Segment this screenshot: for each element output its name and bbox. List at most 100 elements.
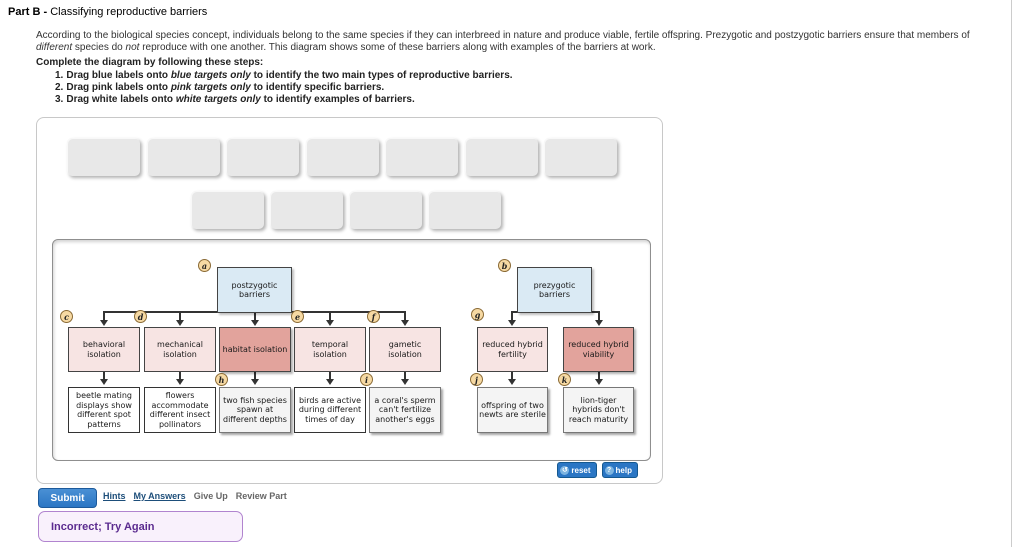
empty-label-bin[interactable]	[306, 138, 379, 176]
label-postzygotic-barriers[interactable]: postzygotic barriers	[217, 267, 292, 313]
empty-label-bin[interactable]	[67, 138, 140, 176]
target-letter-a: a	[198, 259, 211, 272]
step-text: to identify examples of barriers.	[260, 94, 415, 105]
target-letter-h: h	[215, 373, 228, 386]
part-label: Part B -	[8, 6, 51, 18]
content-right-divider	[1011, 0, 1012, 547]
connector-line	[404, 372, 406, 380]
my-answers-link[interactable]: My Answers	[133, 491, 186, 501]
intro-seg: species do	[72, 42, 126, 53]
target-letter-f: f	[367, 310, 380, 323]
label-newts-sterile-example[interactable]: offspring of two newts are sterile	[477, 387, 548, 433]
submit-button[interactable]: Submit	[38, 488, 97, 508]
connector-line	[329, 372, 331, 380]
label-behavioral-isolation[interactable]: behavioral isolation	[68, 327, 140, 372]
part-title-text: Classifying reproductive barriers	[50, 6, 208, 18]
label-flowers-pollinators-example[interactable]: flowers accommodate different insect pol…	[144, 387, 216, 433]
label-habitat-isolation[interactable]: habitat isolation	[219, 327, 291, 372]
reset-label: reset	[571, 465, 591, 475]
empty-label-bin[interactable]	[465, 138, 538, 176]
connector-line	[598, 372, 600, 380]
label-prezygotic-barriers[interactable]: prezygotic barriers	[517, 267, 592, 313]
connector-line	[404, 311, 406, 321]
step-number: 2.	[55, 82, 64, 93]
activity-panel: postzygotic barriers prezygotic barriers…	[36, 117, 663, 484]
connector-line	[511, 311, 513, 321]
target-letter-c: c	[60, 310, 73, 323]
arrow-down-icon	[508, 379, 516, 385]
help-button[interactable]: ?help	[601, 462, 638, 478]
target-letter-g: g	[471, 308, 484, 321]
feedback-banner: Incorrect; Try Again	[38, 511, 243, 542]
arrow-down-icon	[100, 379, 108, 385]
empty-label-bin[interactable]	[226, 138, 299, 176]
target-letter-i: i	[360, 373, 373, 386]
step-em: white targets only	[175, 94, 261, 105]
intro-paragraph: According to the biological species conc…	[36, 30, 1008, 54]
intro-em: not	[125, 42, 140, 53]
reset-icon: ↺	[560, 465, 570, 475]
step-1: 1.Drag blue labels onto blue targets onl…	[55, 70, 513, 82]
review-part-link[interactable]: Review Part	[235, 491, 287, 501]
step-em: pink targets only	[170, 82, 251, 93]
target-letter-d: d	[134, 310, 147, 323]
target-letter-e: e	[291, 310, 304, 323]
label-reduced-hybrid-fertility[interactable]: reduced hybrid fertility	[477, 327, 548, 372]
diagram-canvas: postzygotic barriers prezygotic barriers…	[52, 239, 651, 461]
label-coral-sperm-example[interactable]: a coral's sperm can't fertilize another'…	[369, 387, 441, 433]
intro-seg: reproduce with one another. This diagram…	[139, 42, 656, 53]
hints-link[interactable]: Hints	[103, 491, 126, 501]
arrow-down-icon	[100, 320, 108, 326]
give-up-link[interactable]: Give Up	[193, 491, 228, 501]
label-temporal-isolation[interactable]: temporal isolation	[294, 327, 366, 372]
connector-line	[598, 311, 600, 321]
step-em: blue targets only	[170, 70, 251, 81]
arrow-down-icon	[508, 320, 516, 326]
reset-button[interactable]: ↺reset	[557, 462, 597, 478]
panel-buttons: ↺reset ?help	[557, 462, 638, 478]
step-text: to identify specific barriers.	[250, 82, 385, 93]
empty-label-bin[interactable]	[147, 138, 220, 176]
label-lion-tiger-example[interactable]: lion-tiger hybrids don't reach maturity	[563, 387, 634, 433]
empty-label-bin[interactable]	[270, 191, 343, 229]
empty-label-bin[interactable]	[349, 191, 422, 229]
connector-line	[254, 311, 256, 321]
step-number: 1.	[55, 70, 64, 81]
arrow-down-icon	[326, 320, 334, 326]
step-text: Drag blue labels onto	[66, 70, 171, 81]
empty-label-bin[interactable]	[428, 191, 501, 229]
arrow-down-icon	[251, 379, 259, 385]
label-birds-active-example[interactable]: birds are active during different times …	[294, 387, 366, 433]
empty-label-bin[interactable]	[385, 138, 458, 176]
help-icon: ?	[604, 465, 614, 475]
connector-line	[329, 311, 331, 321]
steps-list: 1.Drag blue labels onto blue targets onl…	[55, 70, 513, 106]
arrow-down-icon	[401, 320, 409, 326]
arrow-down-icon	[176, 320, 184, 326]
intro-seg: According to the biological species conc…	[36, 30, 970, 41]
label-gametic-isolation[interactable]: gametic isolation	[369, 327, 441, 372]
connector-line	[103, 311, 105, 321]
target-letter-j: j	[470, 373, 483, 386]
page-title: Part B - Classifying reproductive barrie…	[8, 6, 207, 18]
arrow-down-icon	[251, 320, 259, 326]
label-beetle-mating-example[interactable]: beetle mating displays show different sp…	[68, 387, 140, 433]
empty-label-bin[interactable]	[544, 138, 617, 176]
step-text: to identify the two main types of reprod…	[250, 70, 513, 81]
step-text: Drag white labels onto	[66, 94, 176, 105]
empty-label-bin[interactable]	[191, 191, 264, 229]
feedback-message: Incorrect; Try Again	[51, 520, 155, 533]
label-reduced-hybrid-viability[interactable]: reduced hybrid viability	[563, 327, 634, 372]
label-fish-spawn-example[interactable]: two fish species spawn at different dept…	[219, 387, 291, 433]
action-links: Hints My Answers Give Up Review Part	[103, 491, 287, 501]
connector-line	[103, 372, 105, 380]
step-text: Drag pink labels onto	[66, 82, 171, 93]
connector-line	[254, 372, 256, 380]
step-number: 3.	[55, 94, 64, 105]
label-mechanical-isolation[interactable]: mechanical isolation	[144, 327, 216, 372]
arrow-down-icon	[595, 320, 603, 326]
step-3: 3.Drag white labels onto white targets o…	[55, 94, 513, 106]
connector-line	[179, 311, 181, 321]
target-letter-b: b	[498, 259, 511, 272]
